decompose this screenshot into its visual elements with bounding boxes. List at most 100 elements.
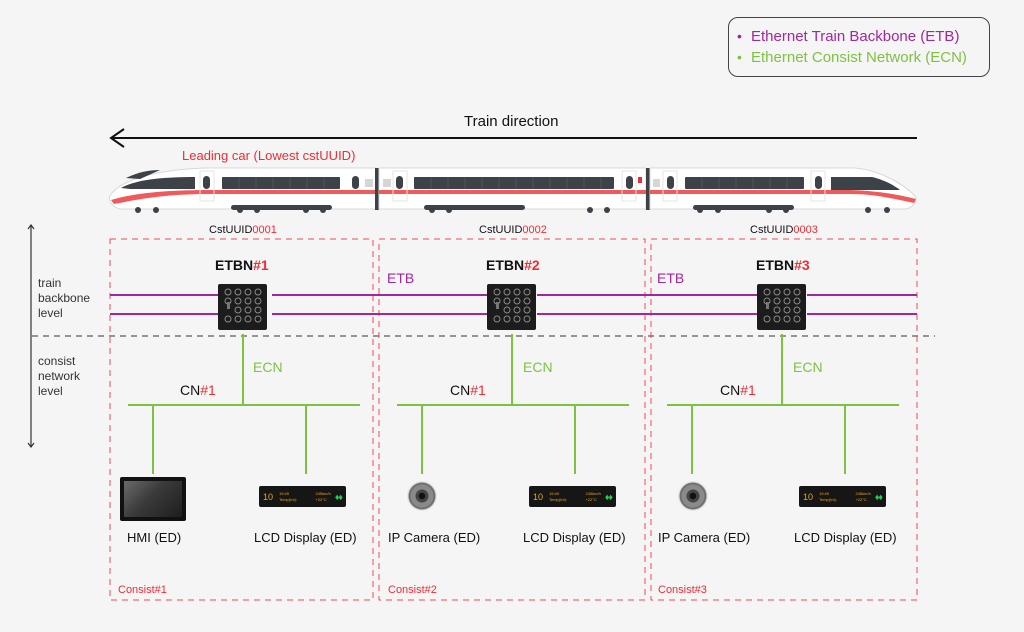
etbn-prefix: ETBN xyxy=(215,257,254,273)
etbn-port xyxy=(793,288,801,296)
level-label-line: level xyxy=(38,384,63,398)
etbn-switch-icon xyxy=(218,284,267,330)
etb-links xyxy=(110,294,917,315)
etbn-port xyxy=(503,315,511,323)
cn-prefix: CN xyxy=(720,382,741,398)
lcd-number: 10 xyxy=(803,491,814,502)
device-label: IP Camera (ED) xyxy=(658,530,751,545)
restroom-icon: ♦♦ xyxy=(604,491,613,502)
bullet-icon: • xyxy=(737,28,742,44)
ip-camera-icon xyxy=(678,481,708,511)
lcd-number: 10 xyxy=(533,491,544,502)
lcd-temp-value: +22°C xyxy=(855,496,867,502)
etbn-port xyxy=(503,297,511,305)
etbn-port xyxy=(254,315,262,323)
uuid-prefix: CstUUID xyxy=(479,224,523,236)
train-illustration xyxy=(109,167,917,213)
lcd-temp-value: +22°C xyxy=(315,496,327,502)
etbn-port xyxy=(244,288,252,296)
etbn-port xyxy=(503,288,511,296)
bullet-icon: • xyxy=(737,49,742,65)
level-axis-arrow xyxy=(27,224,35,448)
etbn-prefix: ETBN xyxy=(486,257,525,273)
etbn-port xyxy=(244,315,252,323)
device-label: LCD Display (ED) xyxy=(794,530,897,545)
backbone-level-label: train backbone level xyxy=(38,276,90,321)
etbn-port xyxy=(513,288,521,296)
etbn-port xyxy=(773,297,781,305)
etbn-led xyxy=(766,302,769,309)
etbn-port xyxy=(523,306,531,314)
train-direction-arrow xyxy=(109,128,917,148)
restroom-icon: ♦♦ xyxy=(874,491,883,502)
hmi-device-icon xyxy=(120,477,186,521)
ecn-links xyxy=(128,334,899,474)
etbn-number: #1 xyxy=(253,257,269,273)
etbn-port xyxy=(793,315,801,323)
etbn-port xyxy=(254,297,262,305)
cn-prefix: CN xyxy=(180,382,201,398)
cn-prefix: CN xyxy=(450,382,471,398)
etbn-number: #2 xyxy=(524,257,540,273)
etbn-port xyxy=(783,315,791,323)
consist-label: Consist#1 xyxy=(118,584,167,596)
level-label-line: network xyxy=(38,369,81,383)
etbn-switch-icon xyxy=(487,284,536,330)
etbn-port xyxy=(763,315,771,323)
etbn-port xyxy=(513,306,521,314)
etbn-switch-icon xyxy=(757,284,806,330)
etbn-port xyxy=(224,288,232,296)
consist-box-2 xyxy=(378,238,646,601)
legend-label: Ethernet Consist Network (ECN) xyxy=(751,49,967,66)
etbn-prefix: ETBN xyxy=(756,257,795,273)
consist-box-3 xyxy=(650,238,918,601)
etbn-port xyxy=(773,288,781,296)
device-label: LCD Display (ED) xyxy=(254,530,357,545)
etbn-port xyxy=(234,306,242,314)
lcd-time: 19:49 xyxy=(549,490,560,496)
etbn-switches xyxy=(218,284,806,330)
device-label: HMI (ED) xyxy=(127,530,182,545)
etbn-port xyxy=(503,306,511,314)
etbn-port xyxy=(783,306,791,314)
etbn-label: ETBN#1 xyxy=(215,257,269,273)
device-label: LCD Display (ED) xyxy=(523,530,626,545)
lcd-speed: 245km/h xyxy=(585,490,601,496)
cn-label: CN#1 xyxy=(450,382,486,398)
etbn-port xyxy=(493,288,501,296)
cn-label: CN#1 xyxy=(180,382,216,398)
etbn-port xyxy=(773,306,781,314)
legend: • Ethernet Train Backbone (ETB) • Ethernet… xyxy=(728,17,990,77)
consist-label: Consist#3 xyxy=(658,584,707,596)
lcd-number: 10 xyxy=(263,491,274,502)
lcd-time: 19:49 xyxy=(279,490,290,496)
uuid-number: 0002 xyxy=(522,224,547,236)
legend-label: Ethernet Train Backbone (ETB) xyxy=(751,28,960,45)
lcd-temp-value: +22°C xyxy=(585,496,597,502)
lcd-temp-label: Temp(Int): xyxy=(279,496,298,502)
etbn-label: ETBN#3 xyxy=(756,257,810,273)
consist-label: Consist#2 xyxy=(388,584,437,596)
etbn-label: ETBN#2 xyxy=(486,257,540,273)
etbn-number: #3 xyxy=(794,257,810,273)
lcd-temp-label: Temp(Int): xyxy=(549,496,568,502)
etbn-port xyxy=(523,288,531,296)
level-label-line: consist xyxy=(38,354,76,368)
lcd-time: 19:49 xyxy=(819,490,830,496)
etbn-port xyxy=(763,288,771,296)
etb-link-label: ETB xyxy=(387,270,415,286)
train-direction-label: Train direction xyxy=(464,113,559,130)
etbn-port xyxy=(513,315,521,323)
cn-number: #1 xyxy=(200,382,216,398)
cstuuid-label: CstUUID0001 xyxy=(209,224,277,236)
cn-label: CN#1 xyxy=(720,382,756,398)
etbn-port xyxy=(493,315,501,323)
etbn-port xyxy=(224,315,232,323)
etb-link-label: ETB xyxy=(657,270,685,286)
hmi-screen xyxy=(124,481,182,517)
uuid-number: 0003 xyxy=(793,224,818,236)
